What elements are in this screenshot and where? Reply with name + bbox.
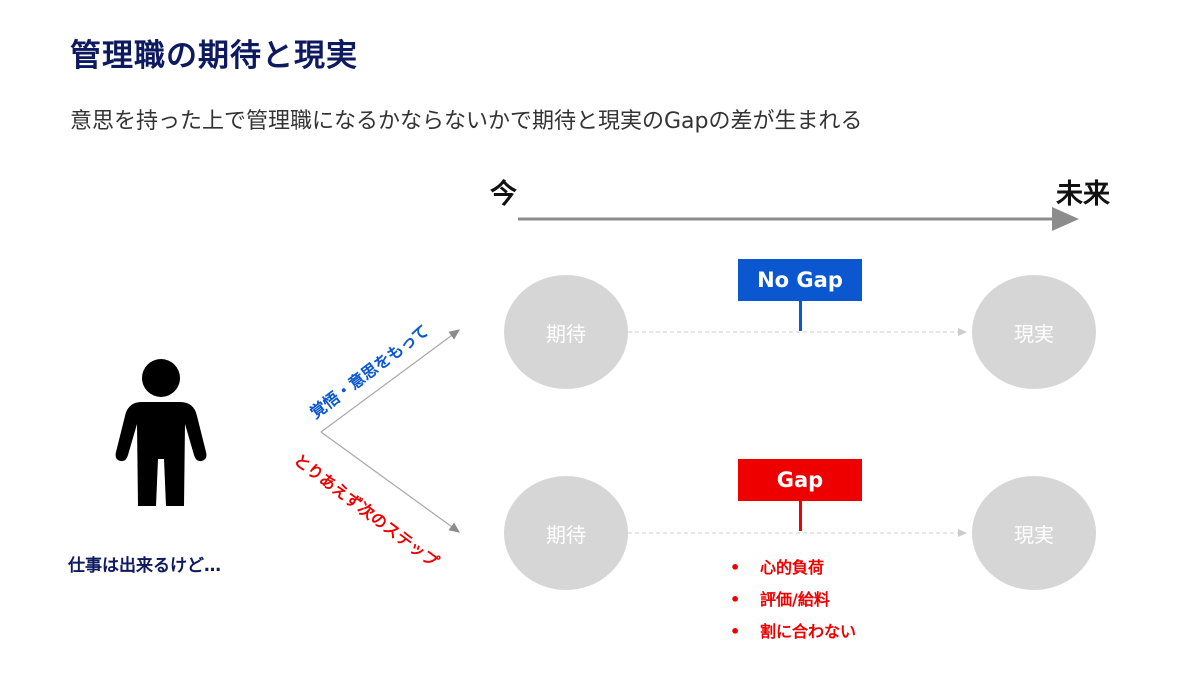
- gap-reason-text: 割に合わない: [760, 622, 857, 641]
- gap-reason-text: 評価/給料: [760, 590, 830, 609]
- row1-expectation-circle: 期待: [504, 275, 628, 389]
- no-gap-stem: [799, 301, 802, 331]
- gap-reason-item: •割に合わない: [730, 622, 857, 641]
- page-subtitle: 意思を持った上で管理職になるかならないかで期待と現実のGapの差が生まれる: [70, 109, 863, 134]
- timeline-end-label: 未来: [1056, 179, 1110, 210]
- gap-reason-item: •心的負荷: [730, 558, 825, 577]
- person-icon: [115, 359, 207, 506]
- timeline-start-label: 今: [490, 179, 517, 210]
- page-title: 管理職の期待と現実: [70, 38, 358, 74]
- branch-upper-arrow: [320, 329, 460, 433]
- no-gap-box: No Gap: [738, 259, 862, 301]
- gap-stem: [799, 501, 802, 531]
- row2-reality-circle: 現実: [972, 476, 1096, 590]
- branch-lower-arrow: [320, 431, 460, 533]
- person-caption: 仕事は出来るけど…: [68, 556, 221, 576]
- gap-box: Gap: [738, 459, 862, 501]
- gap-reason-item: •評価/給料: [730, 590, 830, 609]
- row2-expectation-circle: 期待: [504, 476, 628, 590]
- gap-reason-text: 心的負荷: [760, 558, 825, 577]
- row1-reality-circle: 現実: [972, 275, 1096, 389]
